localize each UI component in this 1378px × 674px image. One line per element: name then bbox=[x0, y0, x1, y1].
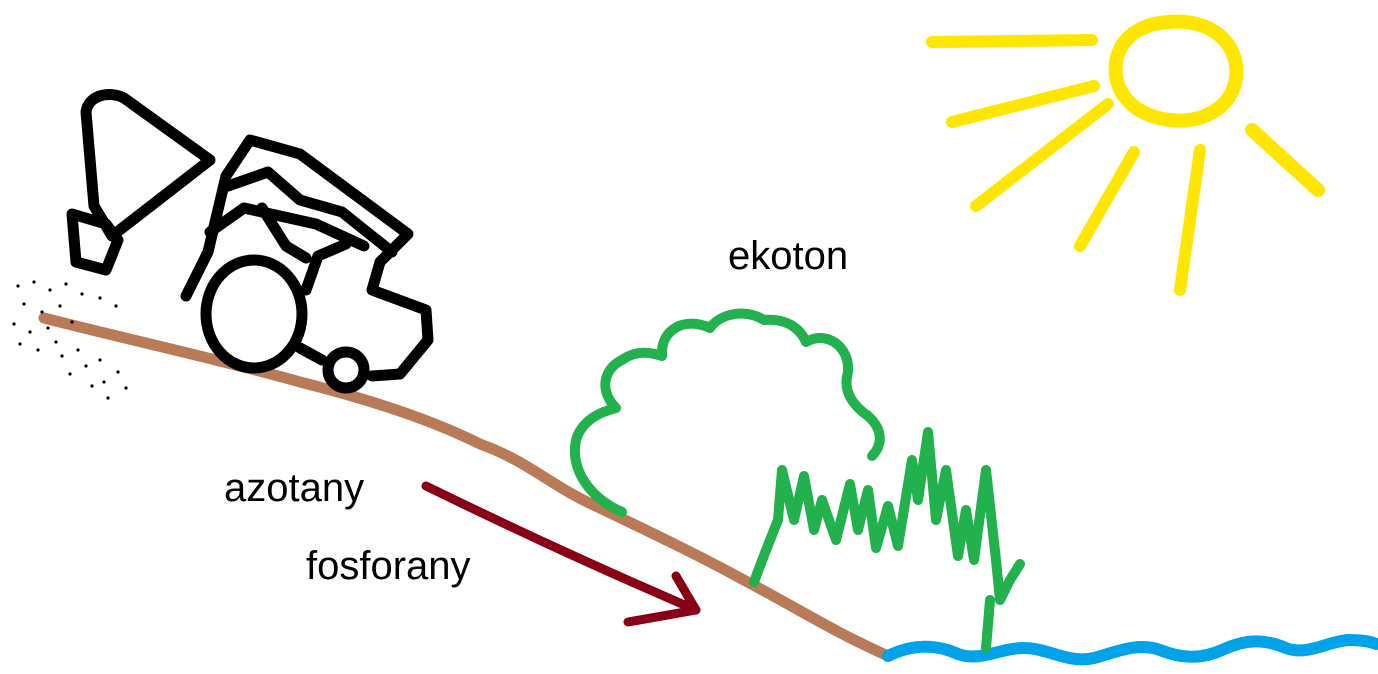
tractor-icon bbox=[66, 89, 434, 394]
sun-ray bbox=[1074, 146, 1140, 252]
front-wheel bbox=[322, 346, 370, 394]
grass-icon bbox=[749, 427, 1025, 653]
ecotone-label: ekoton bbox=[728, 234, 849, 278]
rear-wheel bbox=[200, 254, 308, 374]
tractor-hood bbox=[256, 202, 352, 296]
tractor-roof bbox=[222, 166, 398, 258]
sun-disc bbox=[1108, 14, 1244, 128]
sun-ray bbox=[1174, 144, 1206, 296]
sun-ray bbox=[926, 34, 1098, 48]
fertilizer-spray bbox=[12, 280, 128, 400]
phosphates-label: fosforany bbox=[306, 544, 471, 588]
arrow-shaft bbox=[421, 481, 701, 615]
sun-icon bbox=[926, 14, 1325, 296]
front-axle bbox=[294, 342, 328, 366]
tractor-cab bbox=[204, 202, 370, 252]
runoff-arrow-icon bbox=[421, 481, 701, 627]
sun-ray bbox=[946, 80, 1100, 128]
water-waves-icon bbox=[882, 634, 1378, 666]
tank-nozzle bbox=[66, 208, 124, 276]
sun-ray bbox=[1245, 123, 1325, 197]
tractor-tank bbox=[80, 89, 216, 242]
bush-icon bbox=[569, 308, 885, 517]
soil-slope bbox=[38, 312, 894, 662]
sun-ray bbox=[970, 98, 1114, 212]
arrow-head bbox=[623, 571, 701, 627]
nitrates-label: azotany bbox=[224, 466, 365, 510]
